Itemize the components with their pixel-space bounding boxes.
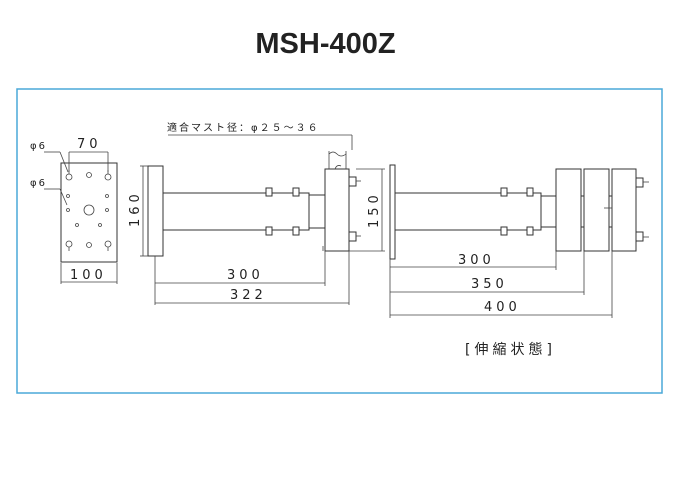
dim-ext-arm-length: 300 (458, 253, 495, 268)
hole-diameter-label-2: φ6 (30, 178, 47, 189)
dim-plate-width: 100 (70, 268, 107, 283)
extended-state-caption: [伸縮状態] (465, 342, 556, 358)
dim-plate-height: 160 (128, 190, 143, 227)
dim-arm-length: 300 (227, 268, 264, 283)
page-title: MSH-400Z (255, 28, 396, 60)
dim-overall-length: 322 (230, 288, 267, 303)
wall-plate-front-view (60, 162, 118, 263)
dim-clamp-height: 150 (367, 191, 382, 228)
mast-diameter-label: 適合マスト径：φ２５～３６ (167, 121, 320, 134)
drawing-frame (16, 88, 663, 394)
hole-diameter-label-1: φ6 (30, 141, 47, 152)
dim-ext-mid-length: 350 (471, 277, 508, 292)
bracket-side-view (147, 151, 361, 257)
dim-ext-overall-length: 400 (484, 300, 521, 315)
dim-bolt-spacing: 70 (77, 137, 102, 152)
bracket-extended-view (389, 164, 649, 260)
